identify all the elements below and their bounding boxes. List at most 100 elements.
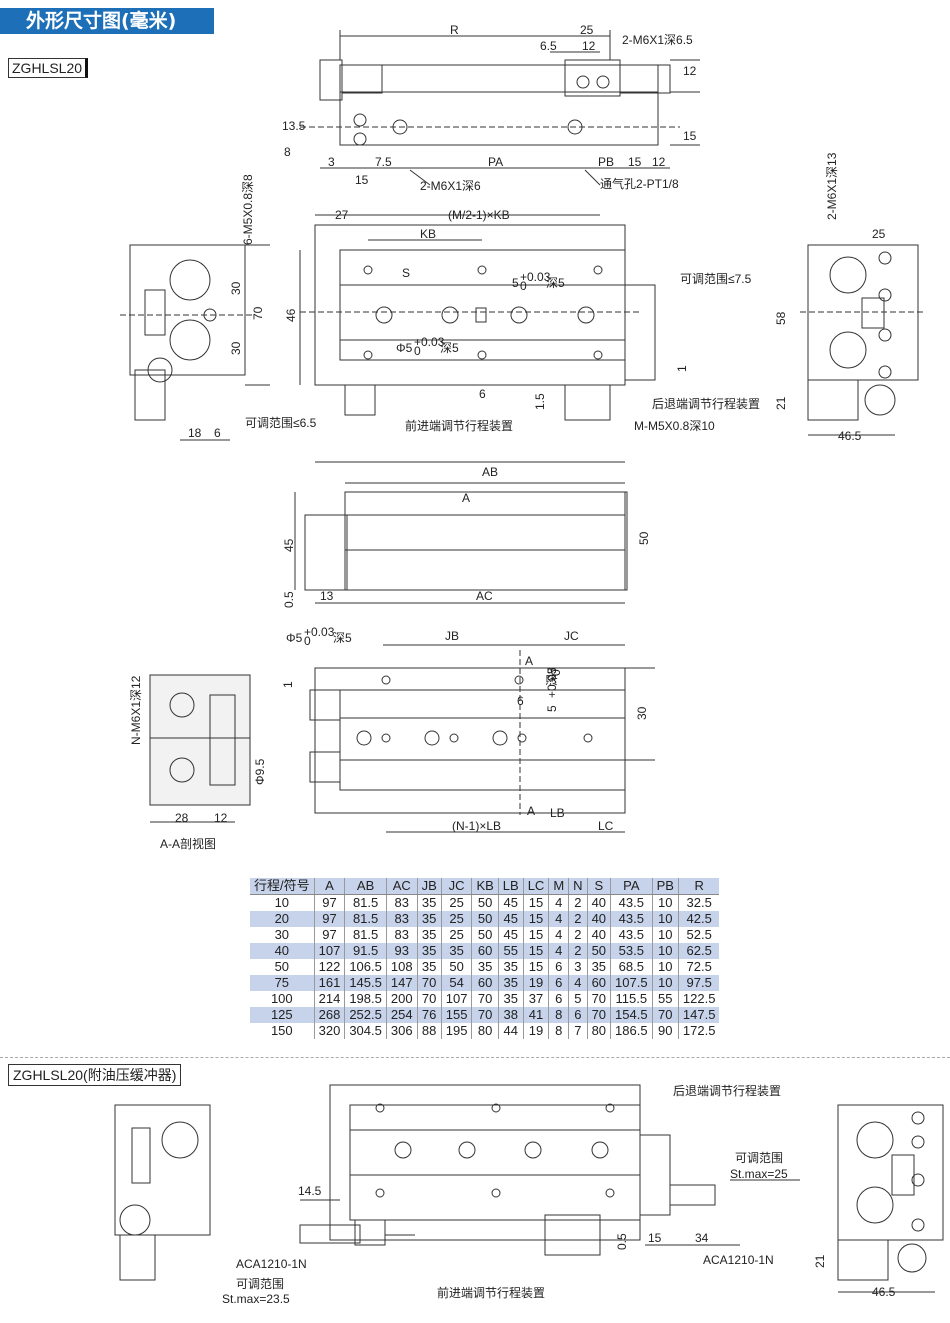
dim-m-kb: (M/2-1)×KB xyxy=(448,208,510,222)
table-cell: 252.5 xyxy=(344,1007,387,1023)
dim-46: 46 xyxy=(284,308,298,322)
dim-3: 3 xyxy=(328,155,335,169)
table-cell: 15 xyxy=(523,911,550,927)
dim-15-bottom: 15 xyxy=(355,173,369,187)
callout-stmax-25: St.max=25 xyxy=(730,1167,788,1181)
dim-lb: LB xyxy=(550,806,565,820)
table-header: N xyxy=(568,878,588,895)
left-view-labels: 6-M5X0.8深8 30 70 30 18 6 可调范围≤6.5 xyxy=(188,174,317,440)
table-cell: 10 xyxy=(250,894,315,911)
top-view-drawing xyxy=(300,30,700,186)
callout-thread-bottom: 2-M6X1深6 xyxy=(420,179,481,193)
dim-25: 25 xyxy=(580,23,594,37)
callout-m5-depth: M-M5X0.8深10 xyxy=(634,419,715,433)
table-header: AC xyxy=(386,878,418,895)
dim-lc: LC xyxy=(598,819,614,833)
table-cell: 268 xyxy=(314,1007,346,1023)
dim-phi5: Φ5 xyxy=(396,341,413,355)
table-cell: 304.5 xyxy=(344,1023,387,1039)
table-cell: 125 xyxy=(250,1007,315,1023)
table-cell: 15 xyxy=(523,894,550,911)
table-cell: 40 xyxy=(587,911,612,927)
table-cell: 4 xyxy=(548,911,570,927)
table-cell: 122.5 xyxy=(682,991,716,1006)
table-cell: 35 xyxy=(417,943,442,959)
table-header: M xyxy=(548,878,570,895)
callout-vent: 通气孔2-PT1/8 xyxy=(600,176,679,191)
table-header: KB xyxy=(471,878,499,895)
dim-jb: JB xyxy=(445,629,459,643)
dim-70: 70 xyxy=(251,306,265,320)
dim-12: 12 xyxy=(582,39,596,53)
dim-30-side: 30 xyxy=(635,706,649,720)
dim-12-section: 12 xyxy=(214,811,228,825)
dim-jc: JC xyxy=(564,629,579,643)
table-cell: 10 xyxy=(652,975,679,991)
table-cell: 200 xyxy=(386,991,418,1007)
table-cell: 10 xyxy=(652,894,679,911)
section-view-drawing xyxy=(149,674,251,823)
table-cell: 70 xyxy=(652,1007,679,1023)
dim-45: 45 xyxy=(282,538,296,552)
table-cell: 70 xyxy=(471,1007,499,1023)
table-cell: 50 xyxy=(250,959,315,975)
table-cell: 41 xyxy=(523,1007,550,1023)
table-cell: 37 xyxy=(523,991,550,1007)
table-cell: 70 xyxy=(471,991,499,1007)
right-view-drawing xyxy=(800,244,925,436)
dim-5-side: 5 xyxy=(545,705,559,712)
dim-21: 21 xyxy=(774,396,788,410)
dim-30-bottom: 30 xyxy=(229,341,243,355)
table-cell: 43.5 xyxy=(610,911,653,927)
table-cell: 25 xyxy=(441,927,473,943)
dim-28: 28 xyxy=(175,811,189,825)
callout-stmax-23-5: St.max=23.5 xyxy=(222,1292,290,1306)
table-cell: 4 xyxy=(548,943,570,959)
buffer-left-drawing xyxy=(114,1104,211,1281)
table-cell: 52.5 xyxy=(686,927,712,942)
dim-46-5: 46.5 xyxy=(838,429,862,443)
table-header: A xyxy=(314,878,346,895)
table-cell: 50 xyxy=(587,943,612,959)
dim-6-5: 6.5 xyxy=(540,39,557,53)
table-cell: 5 xyxy=(568,991,588,1007)
section-mark-top: A xyxy=(525,654,533,668)
table-cell: 19 xyxy=(523,1023,550,1039)
table-cell: 45 xyxy=(498,894,524,911)
dim-15-buffer: 15 xyxy=(648,1231,662,1245)
table-cell: 60 xyxy=(471,943,499,959)
table-header: PA xyxy=(610,878,653,895)
table-cell: 91.5 xyxy=(344,943,387,959)
table-cell: 6 xyxy=(568,1007,588,1023)
table-cell: 70 xyxy=(587,991,612,1007)
table-cell: 147 xyxy=(386,975,418,991)
dim-pb: PB xyxy=(598,155,614,169)
table-cell: 81.5 xyxy=(344,927,387,943)
model-label: ZGHLSL20 xyxy=(8,58,89,78)
table-cell: 6 xyxy=(548,959,570,975)
callout-rear-adjuster: 后退端调节行程装置 xyxy=(652,396,760,411)
table-cell: 195 xyxy=(441,1023,473,1039)
table-header: R xyxy=(678,878,720,895)
tol-upper-side: +0.03 xyxy=(304,625,335,639)
table-cell: 38 xyxy=(498,1007,524,1023)
table-cell: 55 xyxy=(652,991,679,1007)
dim-34: 34 xyxy=(695,1231,709,1245)
dim-6-side: 6 xyxy=(517,694,524,708)
table-cell: 43.5 xyxy=(610,927,653,943)
dim-15: 15 xyxy=(628,155,642,169)
side-view-drawing xyxy=(309,644,655,833)
table-cell: 150 xyxy=(250,1023,315,1039)
buffer-labels: 后退端调节行程装置 可调范围 St.max=25 14.5 0.5 15 34 … xyxy=(222,1083,896,1306)
table-cell: 154.5 xyxy=(610,1007,653,1023)
tol-lower-2: 0 xyxy=(414,344,421,358)
dim-30-top: 30 xyxy=(229,281,243,295)
table-cell: 107.5 xyxy=(610,975,653,991)
table-cell: 8 xyxy=(548,1023,570,1039)
callout-rear-adjuster-2: 后退端调节行程装置 xyxy=(673,1083,781,1098)
dim-12-bottom: 12 xyxy=(652,155,666,169)
